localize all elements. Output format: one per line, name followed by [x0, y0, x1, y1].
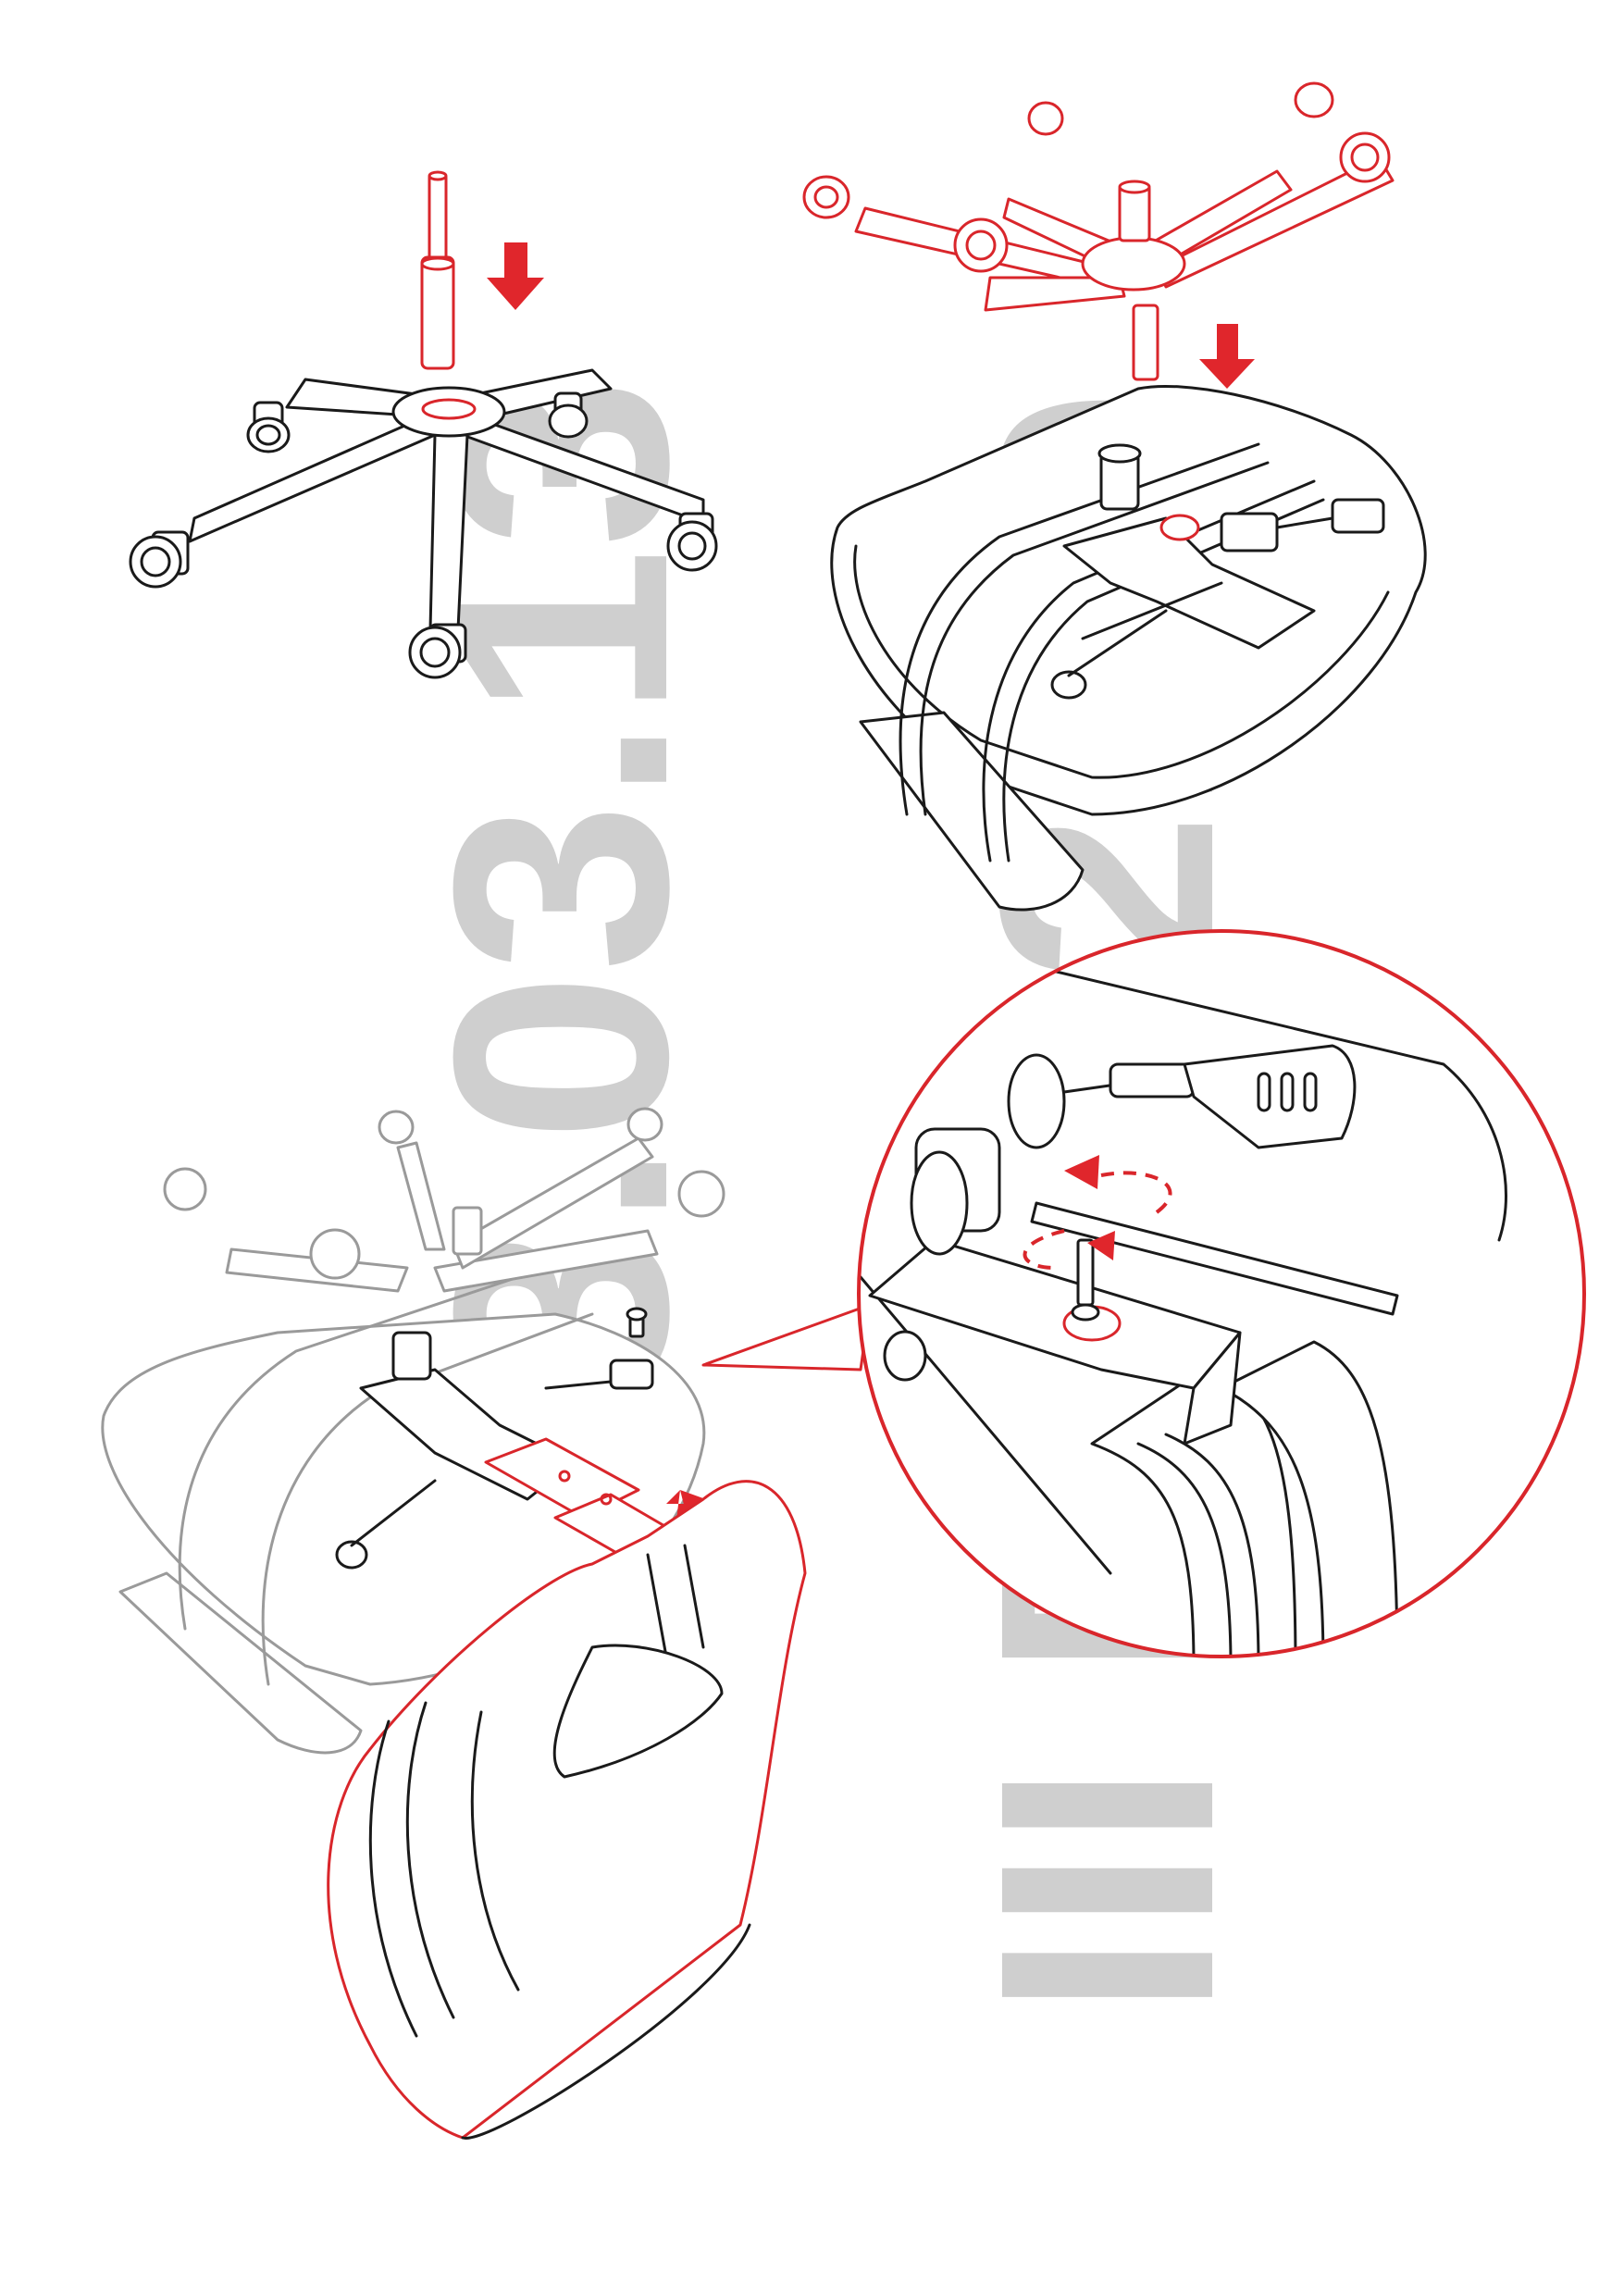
gas-lift	[420, 170, 455, 370]
seat-cushion	[830, 384, 1427, 912]
caster	[246, 401, 291, 453]
step-3-backrest-attach	[101, 1107, 807, 2140]
zoom-detail	[701, 929, 1586, 1658]
screw-icon	[626, 1307, 648, 1338]
caster	[548, 391, 589, 439]
caster	[802, 175, 850, 219]
step-2-base-onto-seat	[802, 81, 1427, 912]
caster	[1294, 81, 1334, 118]
caster	[953, 217, 1009, 273]
arrow-down-icon	[487, 242, 544, 310]
zoom-circle	[857, 929, 1586, 1658]
caster	[1339, 131, 1391, 183]
rotate-arrow-icon	[1087, 1231, 1115, 1260]
five-star-base	[129, 368, 718, 679]
caster	[666, 512, 718, 572]
caster	[129, 530, 190, 589]
rotate-arrow-icon	[1064, 1155, 1099, 1189]
step-1-gas-lift-into-base	[129, 170, 718, 679]
arrow-down-icon	[1199, 324, 1255, 389]
backrest	[327, 1480, 807, 2140]
caster	[1027, 101, 1064, 136]
backrest-frame	[899, 442, 1325, 863]
caster	[408, 623, 467, 679]
seat-mechanism	[1050, 443, 1385, 700]
five-star-base-red	[802, 81, 1395, 381]
